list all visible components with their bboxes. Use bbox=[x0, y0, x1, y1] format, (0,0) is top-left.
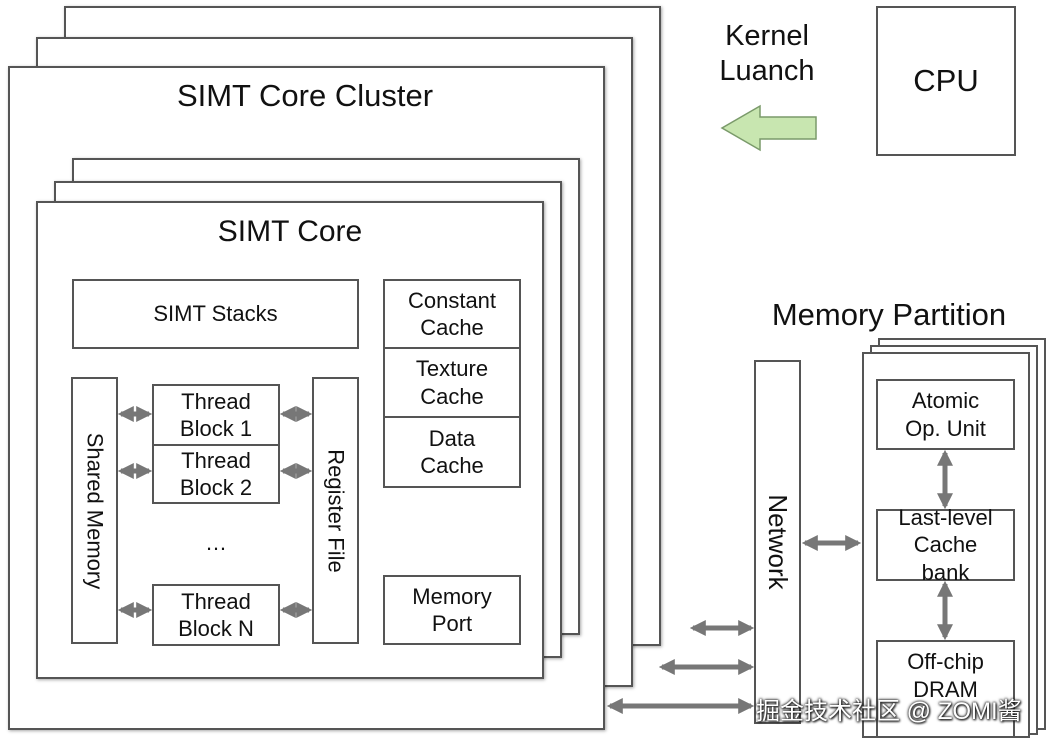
cluster-title: SIMT Core Cluster bbox=[176, 77, 434, 113]
kernel-launch-arrow bbox=[720, 104, 817, 152]
shared-memory-block bbox=[71, 377, 118, 644]
memory-partition-title: Memory Partition bbox=[771, 296, 1007, 332]
memory-port-block: Memory Port bbox=[383, 575, 521, 645]
simt-stacks-block: SIMT Stacks bbox=[72, 279, 359, 349]
atomic-unit-block: Atomic Op. Unit bbox=[876, 379, 1015, 450]
network-block bbox=[754, 360, 801, 724]
thread-block-1: Thread Block 1 bbox=[152, 384, 280, 446]
thread-block-2: Thread Block 2 bbox=[152, 444, 280, 504]
register-file-block bbox=[312, 377, 359, 644]
texture-cache-block: Texture Cache bbox=[383, 347, 521, 418]
cpu-block: CPU bbox=[876, 6, 1016, 156]
dram-block: Off-chip DRAM bbox=[876, 640, 1015, 738]
thread-block-ellipsis: … bbox=[205, 530, 227, 556]
core-title: SIMT Core bbox=[217, 215, 363, 249]
llc-bank-block: Last-level Cache bank bbox=[876, 505, 1015, 585]
constant-cache-block: Constant Cache bbox=[383, 279, 521, 349]
data-cache-block: Data Cache bbox=[383, 416, 521, 488]
kernel-launch-label: Kernel Luanch bbox=[719, 19, 815, 87]
watermark-text: 掘金技术社区 @ ZOMI酱 bbox=[756, 697, 1022, 725]
thread-block-n: Thread Block N bbox=[152, 584, 280, 646]
